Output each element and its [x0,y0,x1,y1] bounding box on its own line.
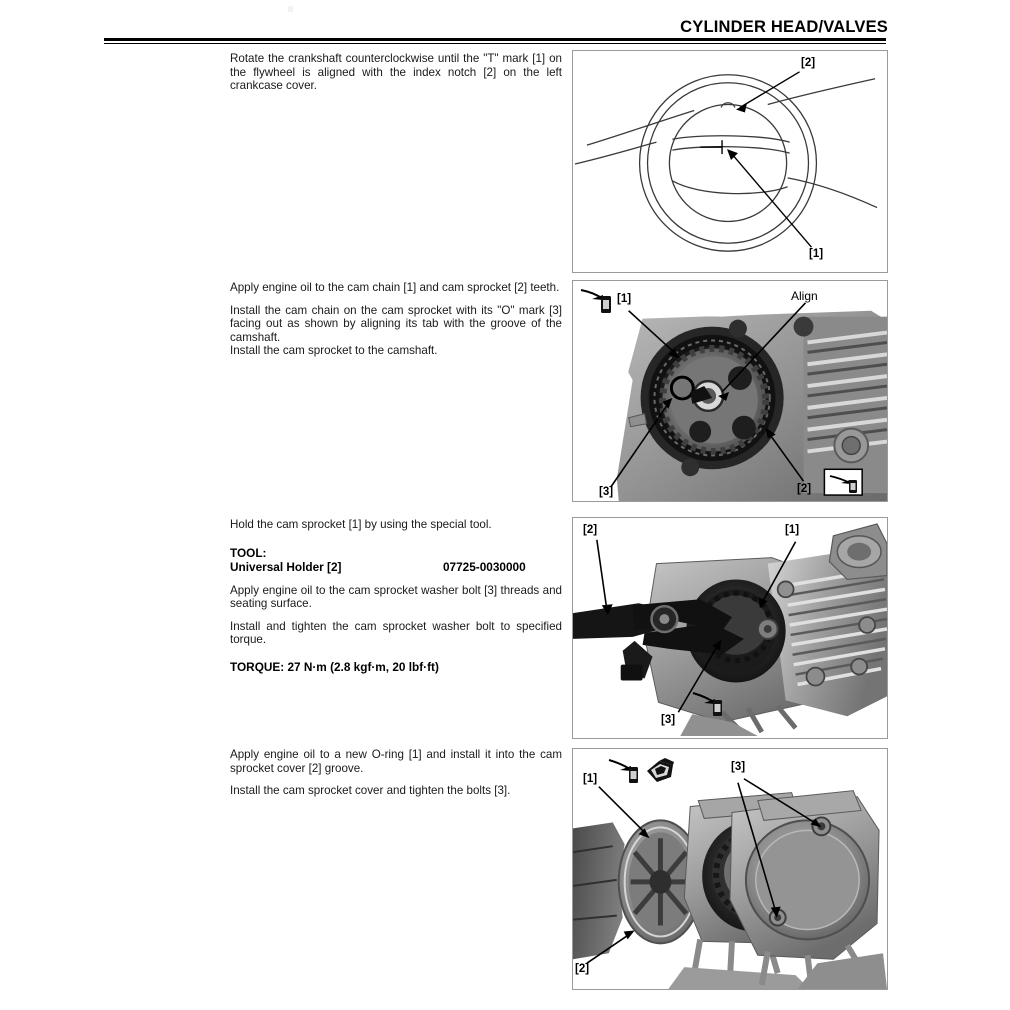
figure-sprocket-cover: [1] [2] [3] [572,748,888,990]
align-label: Align [791,289,818,303]
oil-can-icon [579,286,613,316]
paragraph: Rotate the crankshaft counterclockwise u… [230,52,562,93]
paragraph: Hold the cam sprocket [1] by using the s… [230,518,492,531]
header-rule-thin [104,43,886,44]
paragraph: Apply engine oil to the cam chain [1] an… [230,281,560,294]
page-header-title: CYLINDER HEAD/VALVES [680,18,888,36]
callout-3: [3] [599,486,614,498]
callout-3: [3] [661,714,676,726]
header-rule-thick [104,38,886,41]
paragraph: Install the cam sprocket cover and tight… [230,784,511,798]
flywheel-diagram [574,71,878,252]
callout-2: [2] [575,963,590,975]
universal-holder-photo [573,518,887,738]
tool-number: 07725-0030000 [443,560,526,575]
tool-name: Universal Holder [2] [230,560,342,575]
callout-1: [1] [617,293,632,305]
oil-can-icon [607,757,641,785]
paragraph: Apply engine oil to a new O-ring [1] and… [230,748,562,775]
section-4-text: Apply engine oil to a new O-ring [1] and… [230,748,562,798]
paragraph: Install the cam sprocket to the camshaft… [230,344,438,358]
torque-spec: TORQUE: 27 N·m (2.8 kgf·m, 20 lbf·ft) [230,659,439,674]
paragraph: Install and tighten the cam sprocket was… [230,619,562,647]
tool-row: Universal Holder [2] 07725-0030000 [230,560,562,575]
paragraph: Apply engine oil to the cam sprocket was… [230,583,562,611]
callout-2: [2] [801,57,816,69]
callout-2: [2] [797,483,812,495]
oil-can-icon [691,690,725,718]
figure-universal-holder: [2] [1] [3] [572,517,888,739]
section-2-text: Apply engine oil to the cam chain [1] an… [230,281,562,358]
spacer [230,575,562,584]
sprocket-cover-photo [573,749,887,989]
section-1-text: Rotate the crankshaft counterclockwise u… [230,52,562,93]
paragraph: Install the cam chain on the cam sprocke… [230,303,562,344]
grease-icon [643,757,675,785]
callout-2: [2] [583,524,598,536]
oil-can-icon [829,473,861,495]
callout-1: [1] [809,248,824,260]
callout-3: [3] [731,761,746,773]
figure-cam-sprocket: [1] [2] [3] Align [572,280,888,502]
scan-artifact [288,6,293,12]
callout-1: [1] [785,524,800,536]
tool-heading: TOOL: [230,545,267,560]
callout-1: [1] [583,773,598,785]
cam-sprocket-photo [573,281,887,501]
section-3-text: Hold the cam sprocket [1] by using the s… [230,518,562,674]
figure-flywheel-timing: [2] [1] [572,50,888,273]
